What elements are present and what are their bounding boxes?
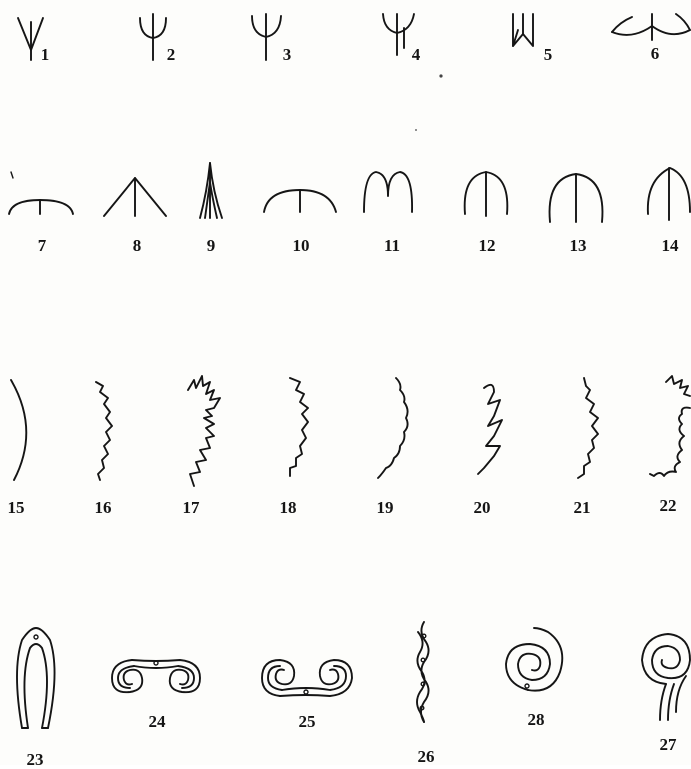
figure-label-26: 26 [418,748,435,765]
figure-label-12: 12 [479,237,496,254]
figure-10-drawing [264,190,336,212]
figure-label-27: 27 [660,736,677,753]
figure-label-11: 11 [384,237,400,254]
figure-7-drawing [9,172,73,214]
figure-label-13: 13 [570,237,587,254]
figure-8-drawing [104,178,166,216]
figure-21-drawing [578,378,598,478]
figure-label-2: 2 [167,46,176,63]
print-speck [439,74,442,77]
figure-3-drawing [252,14,281,60]
figure-label-6: 6 [651,45,660,62]
figure-20-drawing [478,385,502,474]
figure-15-drawing [11,380,26,480]
figure-label-16: 16 [95,499,112,516]
figure-23-drawing [17,628,55,728]
figure-4-drawing [383,14,414,55]
figure-25-drawing [262,660,352,696]
figure-27-drawing [642,634,690,720]
figure-label-3: 3 [283,46,292,63]
figure-label-9: 9 [207,237,216,254]
figure-label-18: 18 [280,499,297,516]
figure-24-drawing [112,660,200,692]
figure-label-5: 5 [544,46,553,63]
print-speck [415,129,417,131]
figure-label-17: 17 [183,499,200,516]
figure-label-21: 21 [574,499,591,516]
figure-2-drawing [140,14,166,60]
figure-6-drawing [612,14,690,40]
figure-17-drawing [188,376,220,486]
figure-16-drawing [96,382,112,480]
figure-label-15: 15 [8,499,25,516]
figure-label-7: 7 [38,237,47,254]
figure-19-drawing [378,378,408,478]
figure-11-drawing [364,172,412,212]
figure-label-28: 28 [528,711,545,728]
figure-9-drawing [200,163,222,218]
figure-label-10: 10 [293,237,310,254]
figure-label-23: 23 [27,751,44,768]
figure-1-drawing [18,18,43,60]
figure-5-drawing [513,14,533,46]
figure-12-drawing [465,172,508,216]
figure-18-drawing [290,378,308,476]
figure-label-25: 25 [299,713,316,730]
figure-28-drawing [506,628,562,691]
figure-label-22: 22 [660,497,677,514]
figure-label-24: 24 [149,713,166,730]
figure-22-drawing [650,376,690,476]
figure-label-8: 8 [133,237,142,254]
figure-label-4: 4 [412,46,421,63]
figure-label-20: 20 [474,499,491,516]
figure-26-drawing [417,622,429,722]
figure-14-drawing [648,168,690,220]
figure-label-1: 1 [41,46,50,63]
figure-label-14: 14 [662,237,679,254]
figure-13-drawing [550,174,603,222]
figure-label-19: 19 [377,499,394,516]
